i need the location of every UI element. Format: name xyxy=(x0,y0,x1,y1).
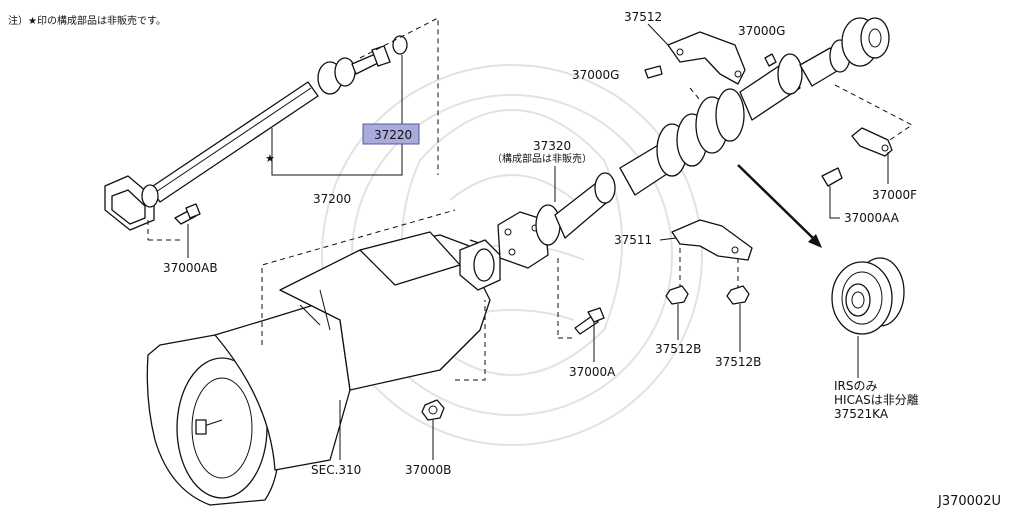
center-bearing-37521KA xyxy=(831,257,905,335)
nut-37000B xyxy=(421,399,445,421)
propeller-shaft-37200 xyxy=(104,45,391,231)
transmission-sec310 xyxy=(146,231,501,506)
part-37220-highlight[interactable] xyxy=(362,123,420,145)
bolt-37000A xyxy=(574,307,605,335)
bolt-37000AB xyxy=(174,203,201,225)
label-37000G-top[interactable]: 37000G xyxy=(738,24,785,38)
label-37000AA[interactable]: 37000AA xyxy=(844,211,900,225)
propeller-shaft-37320 xyxy=(497,17,890,269)
label-hicas-note: HICASは非分離 xyxy=(834,393,919,407)
bracket-37512 xyxy=(667,31,746,85)
label-37000AB[interactable]: 37000AB xyxy=(163,261,218,275)
bolt-37000AA xyxy=(821,167,843,187)
label-37320[interactable]: 37320 xyxy=(533,139,571,153)
label-37521KA[interactable]: 37521KA xyxy=(834,407,889,421)
label-37320-note: （構成部品は非販売） xyxy=(492,152,592,165)
bracket-37511 xyxy=(671,219,753,261)
drawing-code: J370002U xyxy=(937,494,1001,509)
nut-37512B-left xyxy=(665,285,689,305)
bolt-37000G-top xyxy=(764,53,777,67)
plate-37000F xyxy=(851,127,893,157)
label-37220[interactable]: 37220 xyxy=(374,128,412,142)
label-37200[interactable]: 37200 xyxy=(313,192,351,206)
label-irs-only: IRSのみ xyxy=(834,379,878,393)
star-mark: ★ xyxy=(265,152,275,165)
label-37512B-left[interactable]: 37512B xyxy=(655,342,701,356)
label-37512B-right[interactable]: 37512B xyxy=(715,355,761,369)
label-sec310[interactable]: SEC.310 xyxy=(311,463,361,477)
label-37000F[interactable]: 37000F xyxy=(872,188,917,202)
label-37511[interactable]: 37511 xyxy=(614,233,652,247)
label-37512[interactable]: 37512 xyxy=(624,10,662,24)
nut-37512B-right xyxy=(726,285,750,305)
label-37000G-left[interactable]: 37000G xyxy=(572,68,619,82)
part-37220-oring xyxy=(392,35,408,55)
footnote: 注）★印の構成部品は非販売です。 xyxy=(8,14,166,27)
arrow-head xyxy=(808,234,822,248)
label-37000B[interactable]: 37000B xyxy=(405,463,451,477)
bolt-37000G-left xyxy=(644,65,663,79)
label-37000A[interactable]: 37000A xyxy=(569,365,616,379)
